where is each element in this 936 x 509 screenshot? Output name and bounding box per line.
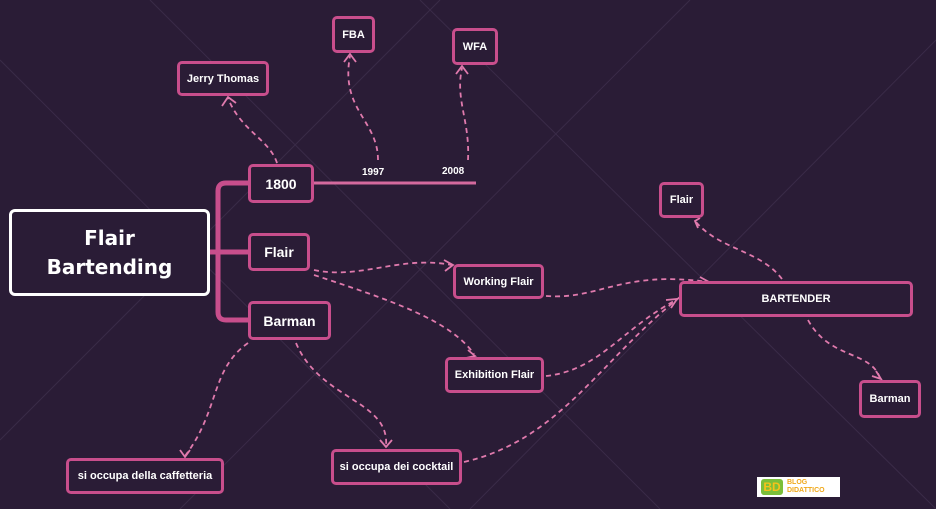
logo-mark: BD bbox=[761, 479, 783, 495]
link-barman-cocktail bbox=[295, 342, 387, 447]
node-caffetteria[interactable]: si occupa della caffetteria bbox=[66, 458, 224, 494]
root-title-line2: Bartending bbox=[46, 254, 173, 279]
node-barman-right[interactable]: Barman bbox=[859, 380, 921, 418]
dashed-connectors bbox=[184, 55, 881, 463]
logo-text-line1: BLOG bbox=[787, 479, 808, 486]
link-working-bartender bbox=[545, 278, 709, 298]
node-barman[interactable]: Barman bbox=[248, 301, 331, 340]
link-1997-fba bbox=[347, 55, 379, 161]
root-node[interactable]: Flair Bartending bbox=[9, 209, 210, 296]
link-flair-working bbox=[313, 261, 453, 274]
link-exhibition-bartender bbox=[545, 299, 677, 377]
link-bartender-barman bbox=[807, 319, 881, 379]
node-flair[interactable]: Flair bbox=[248, 233, 310, 271]
root-title-line1: Flair bbox=[84, 225, 135, 250]
root-bracket bbox=[207, 180, 251, 323]
blog-didattico-logo: BD BLOG DIDATTICO bbox=[757, 477, 840, 497]
node-working-flair[interactable]: Working Flair bbox=[453, 264, 544, 299]
node-bartender[interactable]: BARTENDER bbox=[679, 281, 913, 317]
node-fba[interactable]: FBA bbox=[332, 16, 375, 53]
logo-text-line2: DIDATTICO bbox=[787, 487, 825, 494]
node-cocktail[interactable]: si occupa dei cocktail bbox=[331, 449, 462, 485]
node-flair-right[interactable]: Flair bbox=[659, 182, 704, 218]
link-2008-wfa bbox=[459, 67, 470, 161]
timeline-label-2008: 2008 bbox=[442, 166, 465, 177]
node-jerry-thomas[interactable]: Jerry Thomas bbox=[177, 61, 269, 96]
node-1800[interactable]: 1800 bbox=[248, 164, 314, 203]
node-wfa[interactable]: WFA bbox=[452, 28, 498, 65]
node-exhibition-flair[interactable]: Exhibition Flair bbox=[445, 357, 544, 393]
link-bartender-flair bbox=[695, 221, 783, 280]
link-1800-jerry bbox=[227, 97, 278, 164]
link-cocktail-bartender bbox=[463, 296, 681, 463]
link-barman-caffetteria bbox=[184, 342, 249, 457]
link-flair-exhibition bbox=[313, 274, 475, 355]
timeline-label-1997: 1997 bbox=[362, 167, 385, 178]
